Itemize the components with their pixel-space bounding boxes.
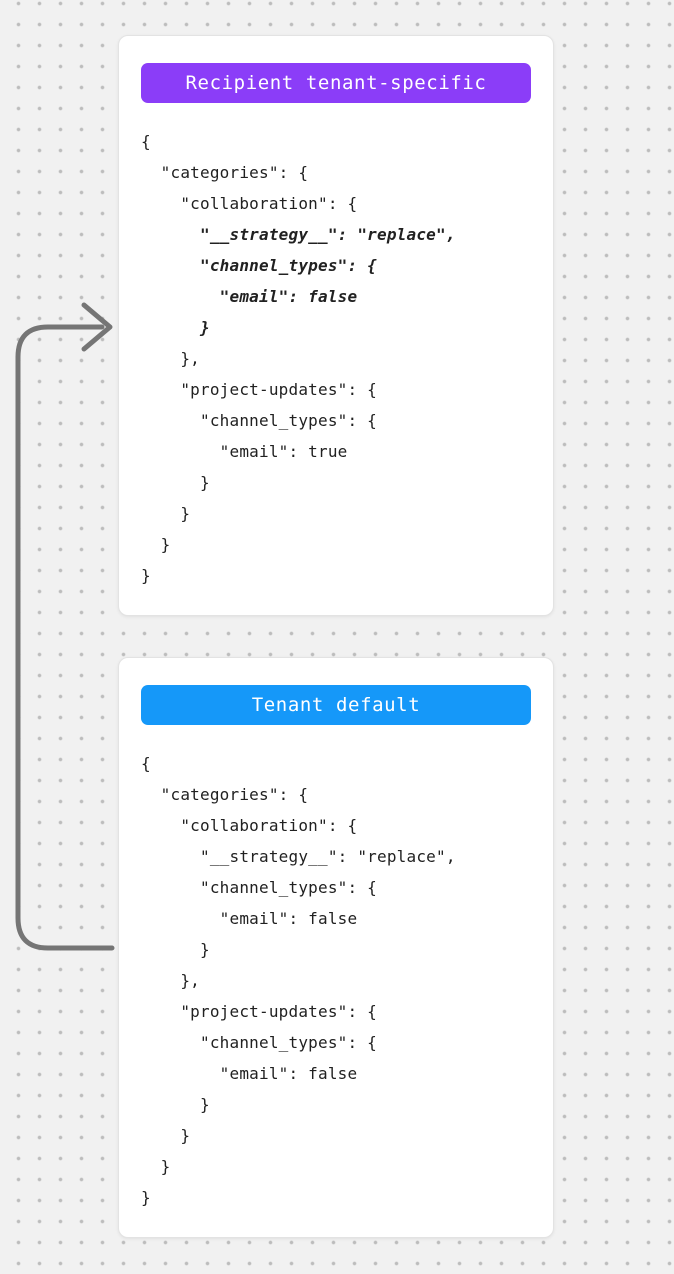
code-line: "email": false	[141, 287, 358, 306]
code-line: "collaboration": {	[141, 816, 358, 835]
code-line: "email": true	[141, 442, 348, 461]
badge-label: Recipient tenant-specific	[185, 72, 487, 94]
code-line: "project-updates": {	[141, 1002, 377, 1021]
badge-tenant-default: Tenant default	[141, 685, 531, 725]
code-line: "email": false	[141, 909, 358, 928]
code-line: "email": false	[141, 1064, 358, 1083]
code-line: }	[141, 566, 151, 585]
code-line: "channel_types": {	[141, 256, 377, 275]
json-code-recipient-tenant-specific: { "categories": { "collaboration": { "__…	[141, 126, 531, 591]
badge-recipient-tenant-specific: Recipient tenant-specific	[141, 63, 531, 103]
card-tenant-default: Tenant default { "categories": { "collab…	[118, 657, 554, 1238]
code-line: },	[141, 349, 200, 368]
json-code-tenant-default: { "categories": { "collaboration": { "__…	[141, 748, 531, 1213]
code-line: "categories": {	[141, 785, 309, 804]
code-line: }	[141, 1157, 171, 1176]
code-line: "categories": {	[141, 163, 309, 182]
code-line: }	[141, 1188, 151, 1207]
code-line: }	[141, 473, 210, 492]
code-line: "__strategy__": "replace",	[141, 225, 456, 244]
merge-arrow-line	[15, 324, 115, 951]
code-line: }	[141, 504, 191, 523]
code-line: {	[141, 754, 151, 773]
code-line: "channel_types": {	[141, 878, 377, 897]
card-recipient-tenant-specific: Recipient tenant-specific { "categories"…	[118, 35, 554, 616]
code-line: }	[141, 1095, 210, 1114]
code-line: {	[141, 132, 151, 151]
code-line: }	[141, 1126, 191, 1145]
code-line: "channel_types": {	[141, 1033, 377, 1052]
code-line: }	[141, 940, 210, 959]
merge-arrow-head	[81, 302, 113, 352]
code-line: "collaboration": {	[141, 194, 358, 213]
code-line: "__strategy__": "replace",	[141, 847, 456, 866]
code-line: }	[141, 318, 210, 337]
code-line: },	[141, 971, 200, 990]
badge-label: Tenant default	[251, 694, 421, 716]
code-line: "project-updates": {	[141, 380, 377, 399]
code-line: }	[141, 535, 171, 554]
code-line: "channel_types": {	[141, 411, 377, 430]
